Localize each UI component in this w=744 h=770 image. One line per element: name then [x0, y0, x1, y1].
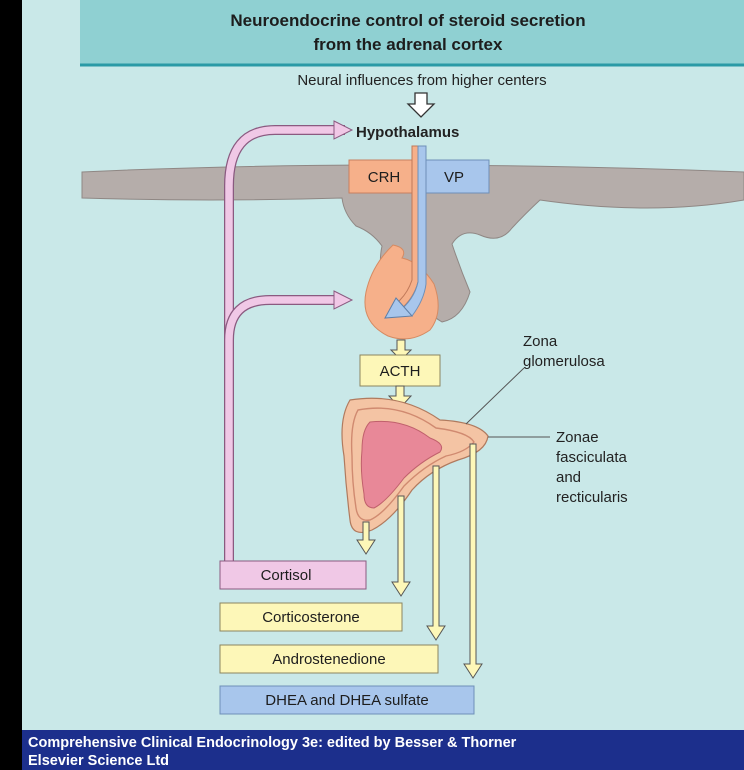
footer-line-1: Comprehensive Clinical Endocrinology 3e:… — [28, 735, 517, 751]
neural-influences-label: Neural influences from higher centers — [297, 72, 546, 89]
zonae-label-2: fasciculata — [556, 449, 628, 466]
left-black-bar — [0, 0, 22, 770]
footer-line-2: Elsevier Science Ltd — [28, 753, 169, 769]
cortisol-label: Cortisol — [261, 567, 312, 584]
hypothalamus-label: Hypothalamus — [356, 124, 459, 141]
androstenedione-label: Androstenedione — [272, 651, 385, 668]
zonae-label-1: Zonae — [556, 429, 599, 446]
dhea-label: DHEA and DHEA sulfate — [265, 692, 428, 709]
corticosterone-label: Corticosterone — [262, 609, 360, 626]
crh-label: CRH — [368, 169, 401, 186]
acth-label: ACTH — [380, 363, 421, 380]
zonae-label-3: and — [556, 469, 581, 486]
title-line-2: from the adrenal cortex — [314, 35, 503, 54]
title-band — [80, 0, 744, 64]
zona-glomerulosa-label-1: Zona — [523, 333, 558, 350]
vp-label: VP — [444, 169, 464, 186]
title-line-1: Neuroendocrine control of steroid secret… — [230, 11, 585, 30]
zonae-label-4: recticularis — [556, 489, 628, 506]
zona-glomerulosa-label-2: glomerulosa — [523, 353, 605, 370]
